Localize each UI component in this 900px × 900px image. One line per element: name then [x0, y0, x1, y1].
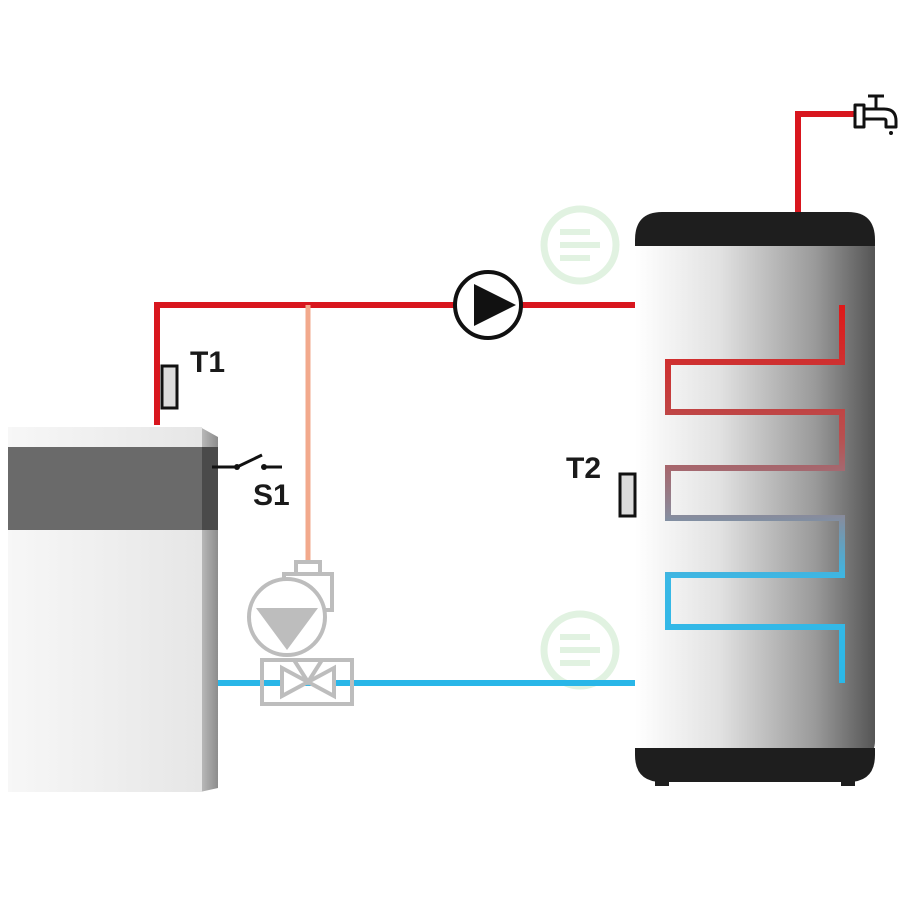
pump-with-mixing-valve-icon	[247, 560, 354, 706]
sensor-t1	[160, 364, 179, 410]
heat-exchanger-coil	[665, 305, 845, 683]
sensor-t2	[618, 472, 637, 518]
switch-s1	[212, 453, 282, 470]
switch-s1-label: S1	[253, 479, 290, 512]
hot-water-storage-tank	[635, 212, 875, 786]
sensor-t2-label: T2	[566, 452, 601, 485]
hot-supply-pipe	[154, 302, 842, 425]
circulation-pump-icon	[453, 270, 523, 340]
logo-watermark	[540, 205, 620, 285]
sensor-t1-label: T1	[190, 346, 225, 379]
logo-watermark	[540, 610, 620, 690]
boiler	[8, 427, 218, 792]
hot-water-outlet-pipe	[795, 111, 865, 215]
water-tap-icon	[853, 94, 898, 135]
